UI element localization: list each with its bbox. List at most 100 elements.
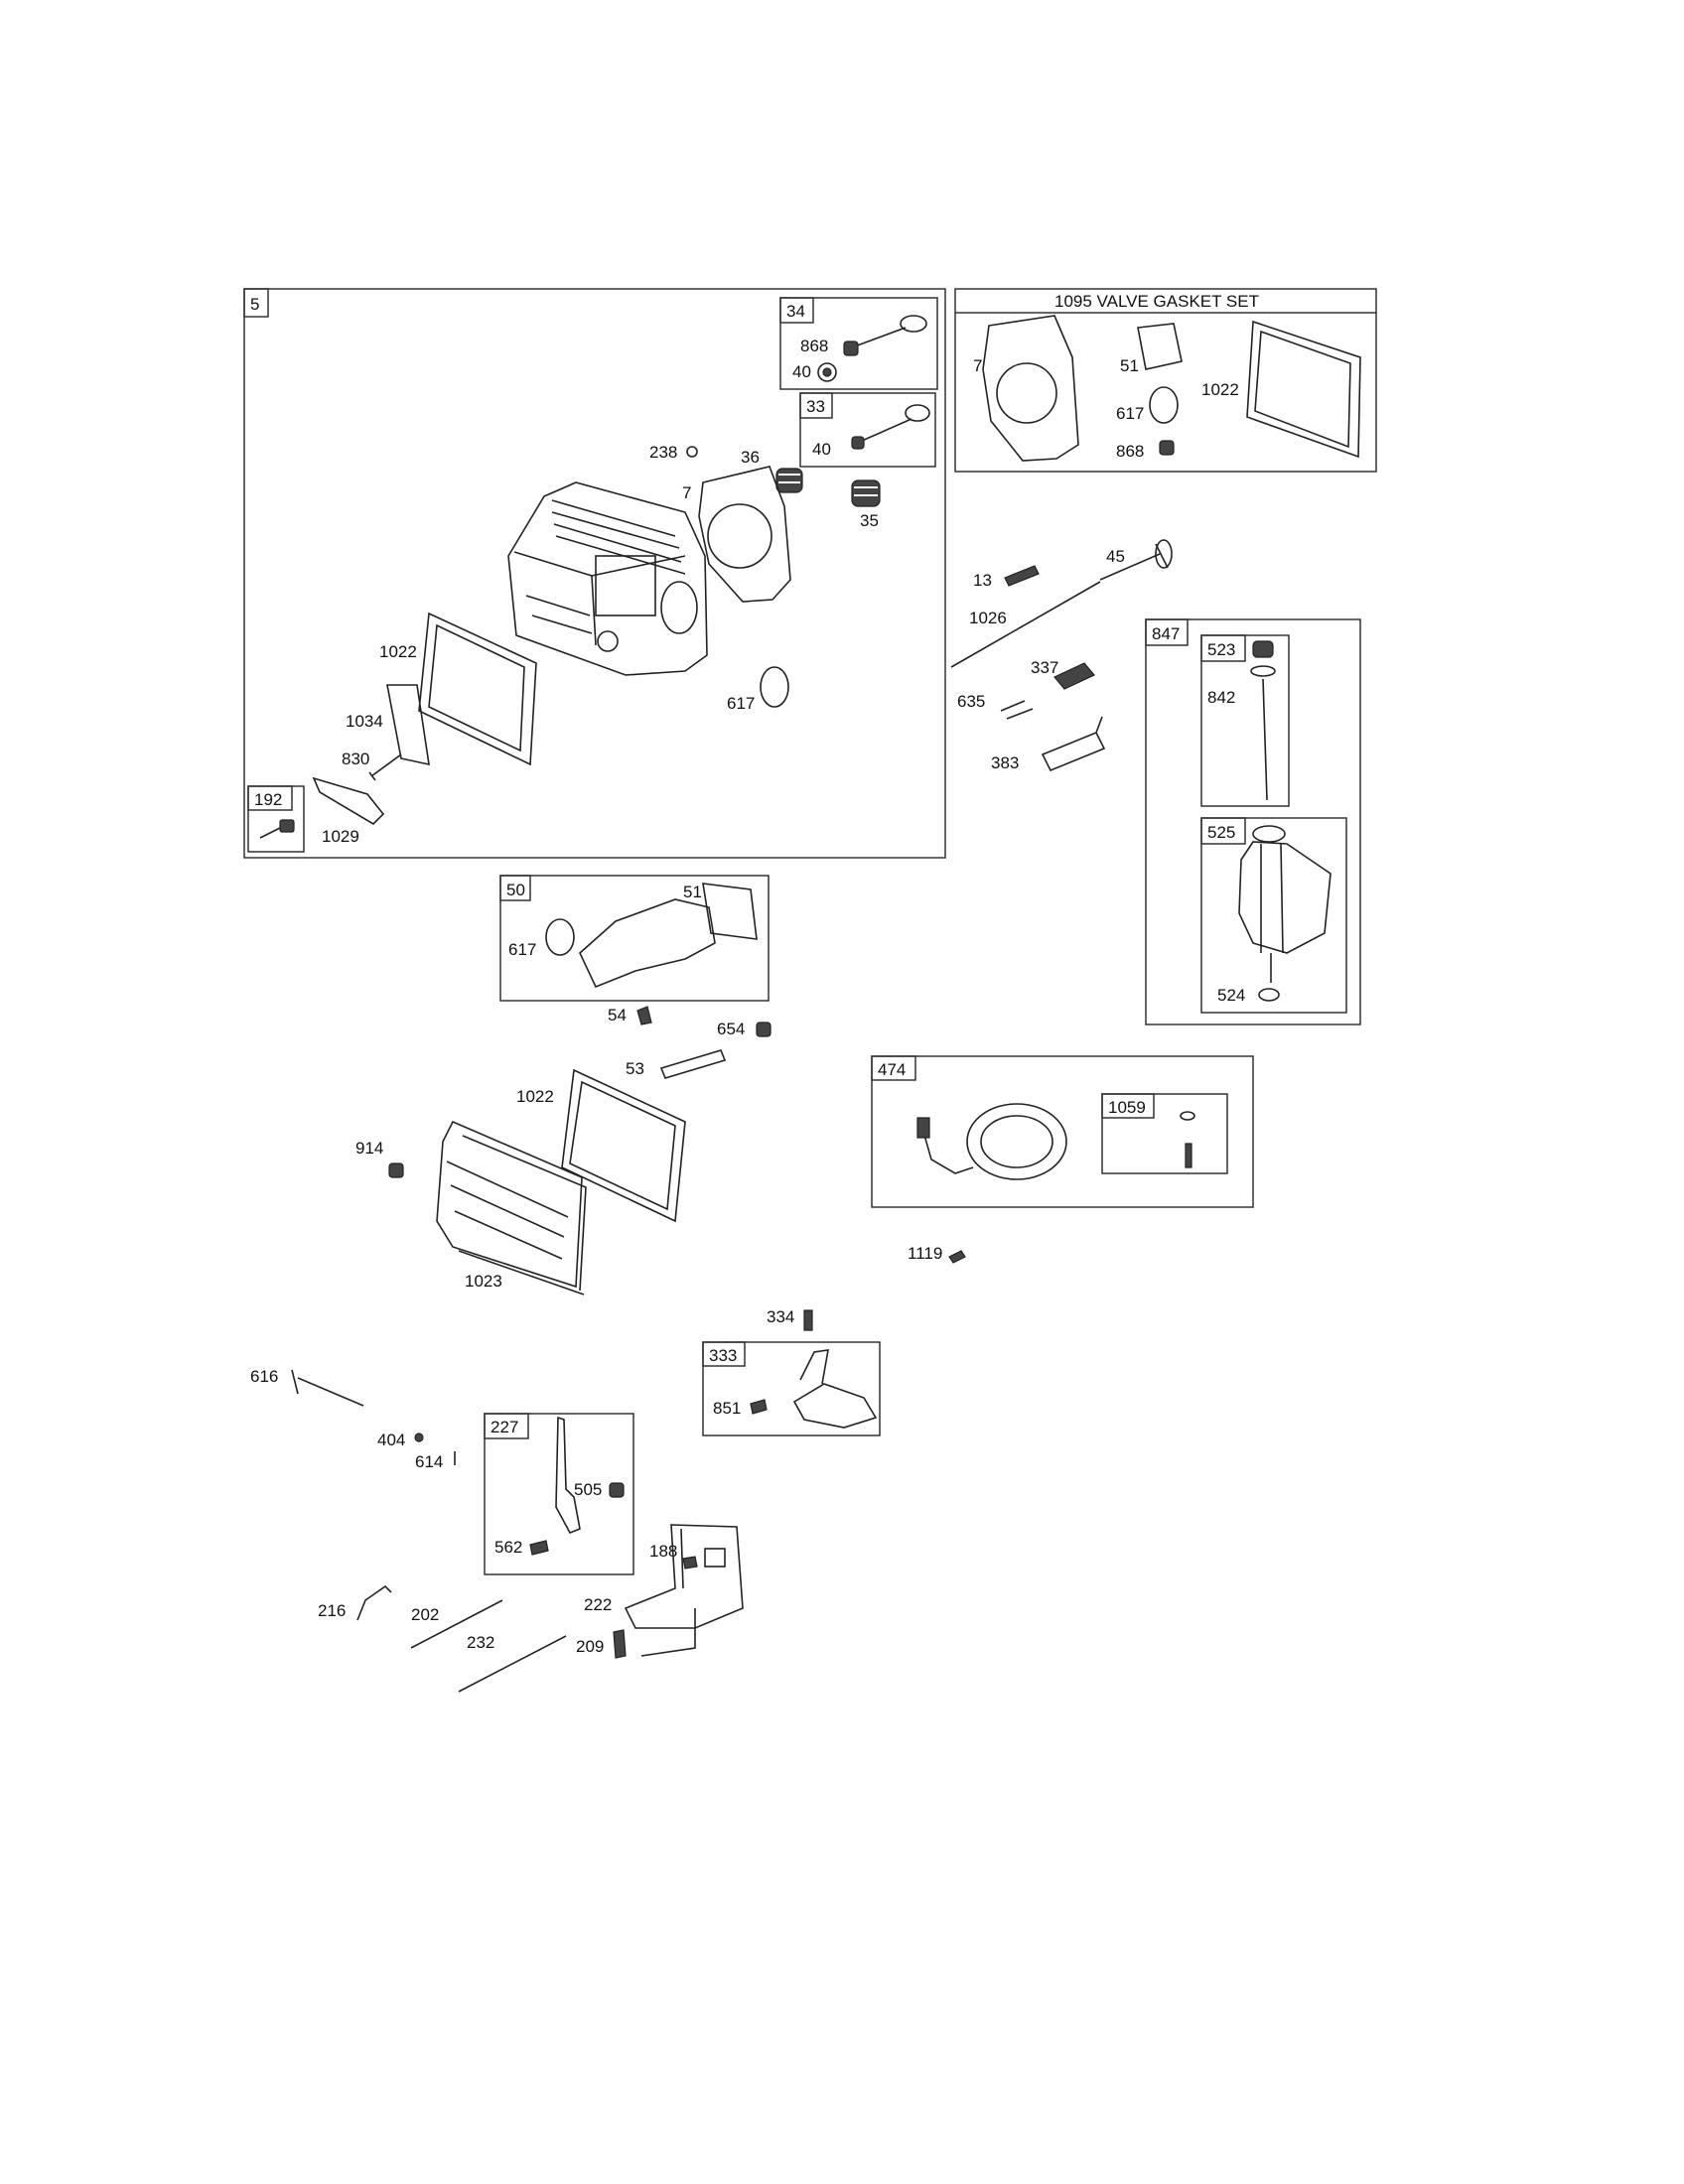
label-35: 35 xyxy=(860,511,879,530)
group-227-label: 227 xyxy=(491,1418,518,1436)
group-333-tag xyxy=(702,1341,746,1367)
group-525-frame xyxy=(1200,817,1347,1014)
screw-1119 xyxy=(948,1250,966,1264)
pushrod-group: 13 45 1026 337 635 383 xyxy=(950,539,1173,772)
label-830: 830 xyxy=(342,750,369,768)
label-614: 614 xyxy=(415,1452,443,1471)
screw-188 xyxy=(682,1556,698,1570)
group-1095-label: 1095 VALVE GASKET SET xyxy=(1054,292,1259,311)
rod-202 xyxy=(410,1599,503,1649)
rod-232 xyxy=(458,1635,567,1693)
intake-elbow xyxy=(579,898,716,989)
label-1119: 1119 xyxy=(908,1244,942,1263)
push-rod-1026 xyxy=(950,581,1101,668)
label-383: 383 xyxy=(991,753,1019,772)
label-51b: 51 xyxy=(683,883,702,901)
group-525-label: 525 xyxy=(1207,823,1235,842)
spark-plug-337 xyxy=(1053,662,1095,690)
label-404: 404 xyxy=(377,1431,405,1449)
screw-54 xyxy=(636,1006,652,1025)
group-847-frame xyxy=(1145,618,1361,1025)
group-474-armature: 474 1059 xyxy=(871,1055,1254,1208)
link-216 xyxy=(356,1584,392,1621)
label-1026: 1026 xyxy=(969,609,1007,627)
label-617c: 617 xyxy=(508,940,536,959)
group-1059-label: 1059 xyxy=(1108,1098,1146,1117)
cover-gasket-1022 xyxy=(561,1068,686,1223)
label-617b: 617 xyxy=(1116,404,1144,423)
label-232: 232 xyxy=(467,1633,494,1652)
label-238: 238 xyxy=(649,443,677,462)
o-ring-617b xyxy=(1149,386,1179,424)
label-216: 216 xyxy=(318,1601,346,1620)
gasket-1022b xyxy=(1246,320,1361,459)
group-192-tag xyxy=(247,785,293,811)
group-5-label: 5 xyxy=(250,295,259,314)
label-617: 617 xyxy=(727,694,755,713)
group-33-label: 33 xyxy=(806,397,825,416)
group-1059-tag xyxy=(1101,1093,1155,1119)
group-333-label: 333 xyxy=(709,1346,737,1365)
group-1095-frame xyxy=(954,288,1377,473)
push-rod-45 xyxy=(1099,543,1169,581)
screw-192 xyxy=(259,819,295,839)
label-40: 40 xyxy=(792,362,811,381)
label-53: 53 xyxy=(626,1059,644,1078)
group-33-tag xyxy=(799,392,833,419)
bolt-13 xyxy=(1004,565,1040,587)
head-gasket-7 xyxy=(698,466,791,603)
alternator-coil xyxy=(966,1103,1067,1180)
label-209: 209 xyxy=(576,1637,604,1656)
shaft-616 xyxy=(291,1369,364,1407)
group-523-tag xyxy=(1200,634,1246,662)
label-616: 616 xyxy=(250,1367,278,1386)
valve-cover-1023 xyxy=(436,1120,583,1289)
valve-spring-36 xyxy=(775,468,803,493)
part-635 xyxy=(1000,700,1034,720)
ignition-module xyxy=(792,1383,878,1429)
stud-53 xyxy=(659,1049,727,1079)
group-333-ignition: 333 851 xyxy=(702,1341,881,1436)
valve-spring-35 xyxy=(851,479,881,507)
group-50-intake: 50 51 617 xyxy=(499,875,770,1002)
label-188: 188 xyxy=(649,1542,677,1561)
nut-505 xyxy=(609,1482,625,1498)
rocker-arm-1029 xyxy=(312,776,385,826)
group-227-tag xyxy=(484,1413,529,1439)
screw-851 xyxy=(750,1399,768,1415)
part-383 xyxy=(1041,716,1106,772)
label-334: 334 xyxy=(767,1307,794,1326)
control-bracket xyxy=(624,1524,744,1657)
group-474-frame xyxy=(871,1055,1254,1208)
group-34-tag xyxy=(779,297,814,324)
fill-tube-525 xyxy=(1238,825,1332,983)
label-1022: 1022 xyxy=(379,642,417,661)
group-34-frame xyxy=(779,297,938,390)
group-34-label: 34 xyxy=(786,302,805,321)
o-ring-524 xyxy=(1258,988,1280,1002)
label-7b: 7 xyxy=(973,356,982,375)
label-654: 654 xyxy=(717,1020,745,1038)
label-505: 505 xyxy=(574,1480,602,1499)
governor-lever xyxy=(555,1416,581,1535)
seal-868 xyxy=(1159,440,1175,456)
gasket-7b xyxy=(982,315,1079,462)
label-36: 36 xyxy=(741,448,760,467)
group-50-frame xyxy=(499,875,770,1002)
label-635: 635 xyxy=(957,692,985,711)
cylinder-head xyxy=(507,481,708,676)
label-868: 868 xyxy=(800,337,828,355)
label-868b: 868 xyxy=(1116,442,1144,461)
group-227-governor: 227 505 562 xyxy=(484,1413,634,1575)
label-1029: 1029 xyxy=(322,827,359,846)
valve-cover-group: 1022 914 1023 xyxy=(355,1068,686,1296)
group-5-frame xyxy=(243,288,946,859)
washer-1059 xyxy=(1180,1111,1195,1121)
group-847-tag xyxy=(1145,618,1189,646)
group-525-tag xyxy=(1200,817,1246,845)
group-474-tag xyxy=(871,1055,916,1081)
pin-238 xyxy=(686,446,698,458)
label-54: 54 xyxy=(608,1006,627,1024)
group-847-label: 847 xyxy=(1152,624,1180,643)
